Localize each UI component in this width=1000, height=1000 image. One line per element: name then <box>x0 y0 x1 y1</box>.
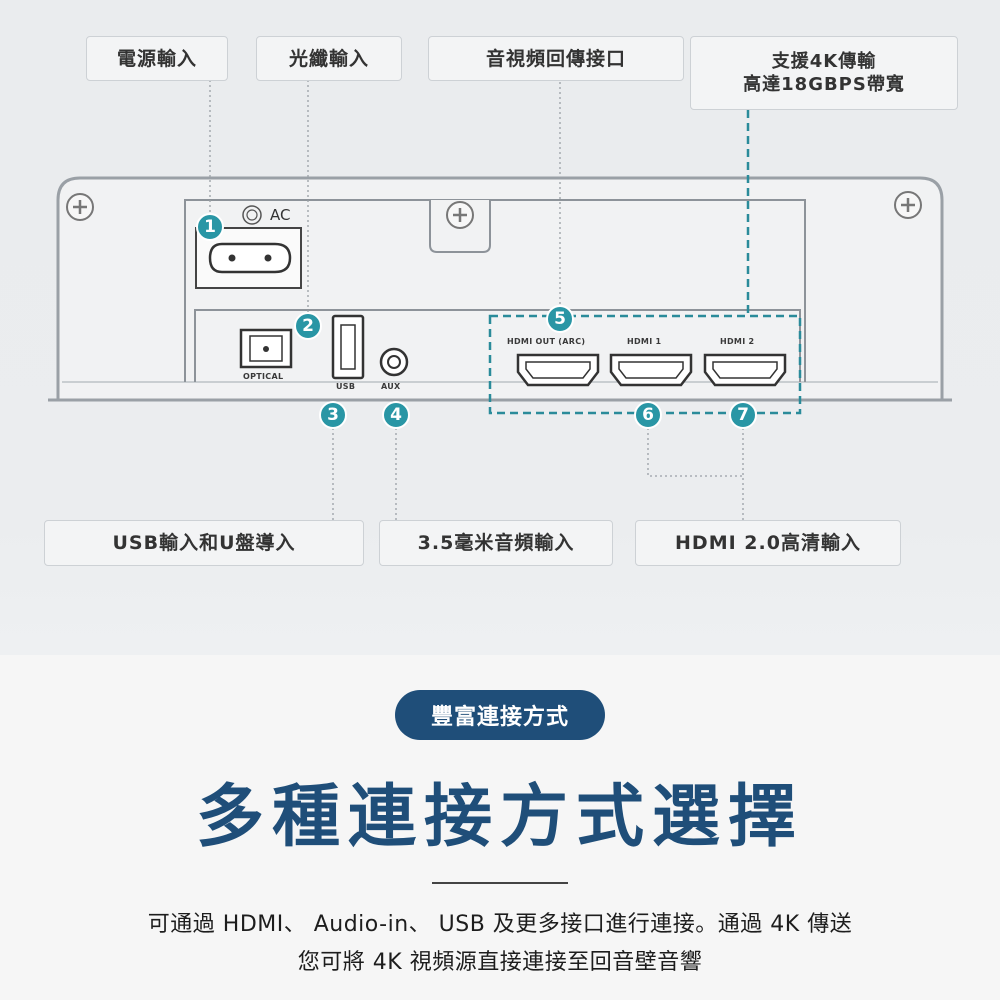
label-hdmi-input: HDMI 2.0高清輸入 <box>635 520 901 566</box>
aux-jack <box>379 347 409 377</box>
section-desc-line2: 您可將 4K 視頻源直接連接至回音壁音響 <box>297 950 703 975</box>
hdmi-1-port <box>609 353 693 387</box>
label-4k-support: 支援4K傳輸 高達18GBPS帶寬 <box>690 36 958 110</box>
badge-2: 2 <box>294 312 322 340</box>
divider <box>432 882 568 884</box>
label-power-input: 電源輸入 <box>86 36 228 81</box>
badge-7: 7 <box>729 401 757 429</box>
section-pill: 豐富連接方式 <box>395 690 605 740</box>
aux-text: AUX <box>381 382 401 391</box>
label-4k-line2: 高達18GBPS帶寬 <box>743 74 905 95</box>
optical-port <box>239 328 293 369</box>
badge-4: 4 <box>382 401 410 429</box>
optical-text: OPTICAL <box>243 372 284 381</box>
section-desc-line1: 可通過 HDMI、 Audio-in、 USB 及更多接口進行連接。通過 4K … <box>147 912 853 937</box>
hdmi-out-text: HDMI OUT (ARC) <box>507 337 586 346</box>
badge-3: 3 <box>319 401 347 429</box>
hdmi-2-port <box>703 353 787 387</box>
screw-icon <box>894 191 922 219</box>
badge-1: 1 <box>196 213 224 241</box>
label-arc-port: 音視頻回傳接口 <box>428 36 684 81</box>
hdmi1-text: HDMI 1 <box>627 337 662 346</box>
label-aux-input: 3.5毫米音頻輸入 <box>379 520 613 566</box>
usb-port <box>331 314 365 380</box>
ac-text: AC <box>270 206 291 224</box>
label-optical-input: 光纖輸入 <box>256 36 402 81</box>
badge-5: 5 <box>546 305 574 333</box>
screw-icon <box>446 201 474 229</box>
label-usb-input: USB輸入和U盤導入 <box>44 520 364 566</box>
section-headline: 多種連接方式選擇 <box>195 778 804 857</box>
soundbar-rear-panel <box>48 80 952 520</box>
usb-text: USB <box>336 382 356 391</box>
leader-lines <box>209 80 744 520</box>
badge-6: 6 <box>634 401 662 429</box>
screw-icon <box>66 193 94 221</box>
hdmi-out-arc-port <box>516 353 600 387</box>
label-4k-line1: 支援4K傳輸 <box>771 51 877 72</box>
hdmi2-text: HDMI 2 <box>720 337 755 346</box>
panel-outline <box>56 176 944 402</box>
